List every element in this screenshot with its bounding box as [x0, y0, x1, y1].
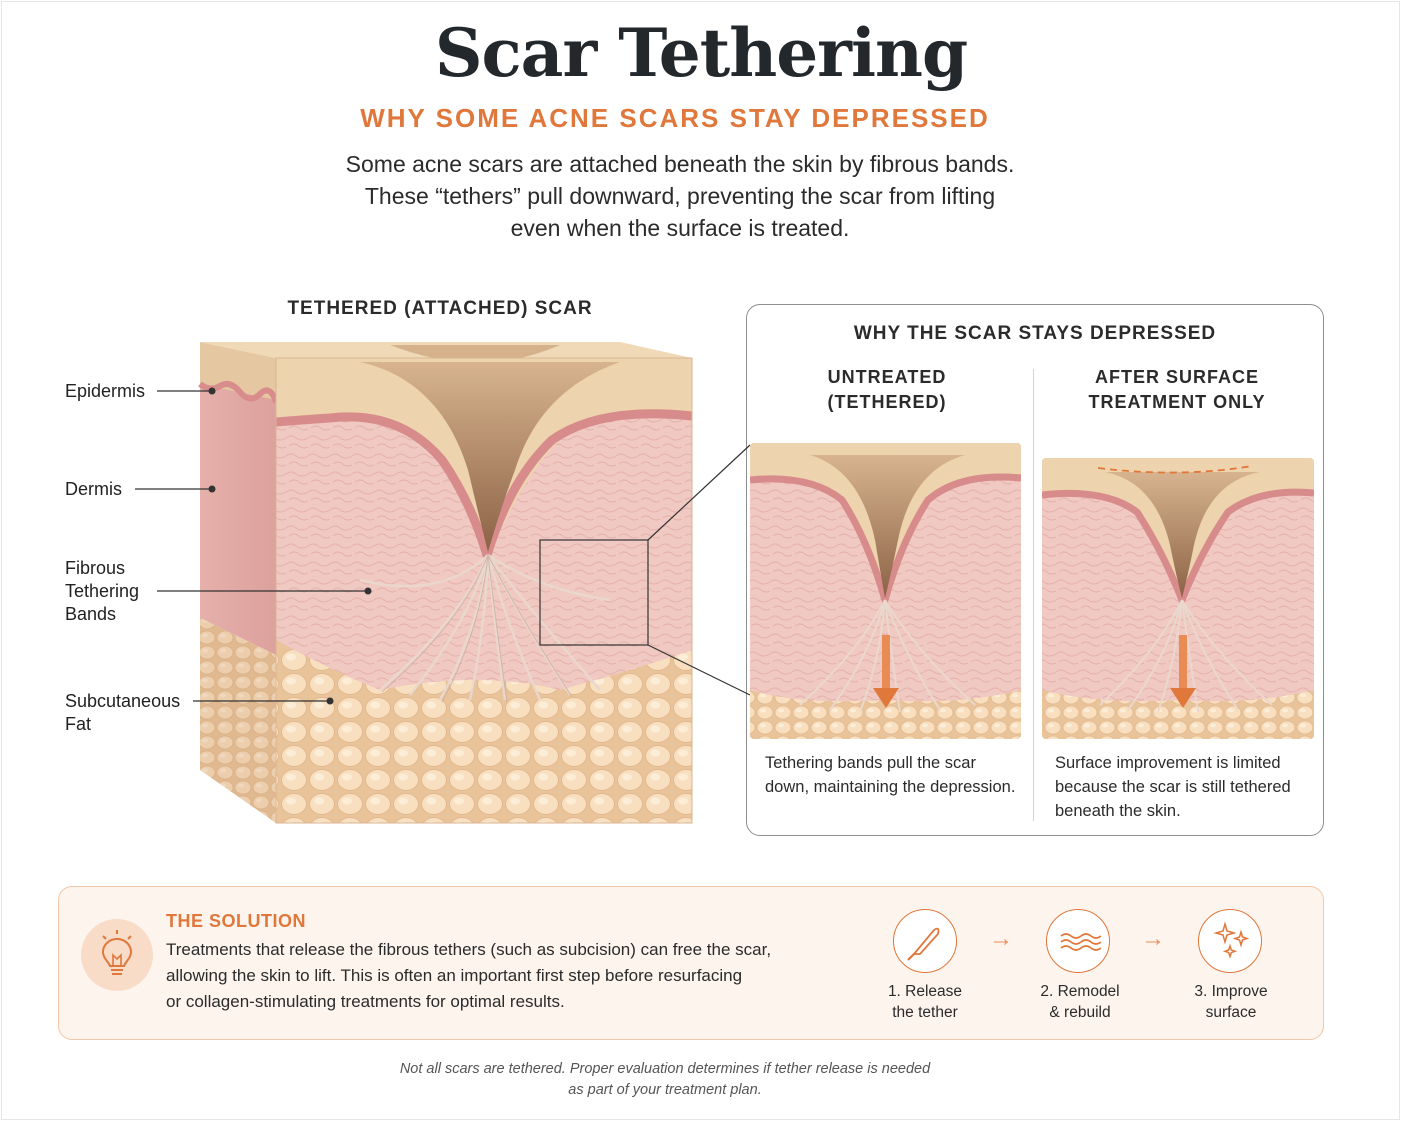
- block-top-face: [200, 342, 692, 358]
- block-side-dermis: [200, 372, 276, 655]
- arrow-right-icon: →: [1141, 925, 1165, 952]
- caption-line: beneath the skin.: [1055, 802, 1181, 820]
- zoom-box: [539, 539, 649, 646]
- solution-text: Treatments that release the fibrous teth…: [166, 937, 816, 1015]
- caption-line: because the scar is still tethered: [1055, 778, 1291, 796]
- block-side-fat: [200, 618, 276, 823]
- block-front-face: [276, 358, 692, 823]
- solution-box: THE SOLUTION Treatments that release the…: [58, 886, 1324, 1040]
- arrow-right-icon: →: [989, 925, 1013, 952]
- step-improve-label: 3. Improve surface: [1171, 981, 1291, 1023]
- heading-line: UNTREATED: [827, 367, 947, 387]
- label-line: Bands: [65, 604, 117, 624]
- caption-line: down, maintaining the depression.: [765, 778, 1016, 796]
- after-heading: AFTER SURFACE TREATMENT ONLY: [1037, 365, 1317, 415]
- intro-line: These “tethers” pull downward, preventin…: [364, 183, 996, 209]
- footnote: Not all scars are tethered. Proper evalu…: [300, 1059, 1030, 1101]
- intro-line: Some acne scars are attached beneath the…: [345, 151, 1015, 177]
- intro-text: Some acne scars are attached beneath the…: [250, 148, 1110, 244]
- step-line: & rebuild: [1049, 1004, 1111, 1021]
- label-dermis: Dermis: [65, 479, 122, 499]
- label-subcutaneous-fat: Subcutaneous Fat: [65, 690, 180, 736]
- intro-line: even when the surface is treated.: [510, 215, 850, 241]
- step-line: the tether: [892, 1004, 958, 1021]
- step-release-label: 1. Release the tether: [865, 981, 985, 1023]
- after-caption: Surface improvement is limited because t…: [1055, 751, 1291, 823]
- solution-line: allowing the skin to lift. This is often…: [166, 966, 743, 985]
- after-treatment-cross-section: [1042, 458, 1314, 739]
- untreated-cross-section: [750, 443, 1021, 739]
- heading-line: (TETHERED): [827, 392, 947, 412]
- label-line: Fibrous: [65, 558, 126, 578]
- tethered-scar-title: TETHERED (ATTACHED) SCAR: [287, 298, 593, 319]
- untreated-heading: UNTREATED (TETHERED): [747, 365, 1027, 415]
- panel-title: WHY THE SCAR STAYS DEPRESSED: [853, 323, 1217, 344]
- column-divider: [1033, 369, 1034, 821]
- label-epidermis: Epidermis: [65, 381, 146, 401]
- untreated-caption: Tethering bands pull the scar down, main…: [765, 751, 1015, 799]
- solution-line: or collagen-stimulating treatments for o…: [166, 992, 565, 1011]
- page-subtitle: WHY SOME ACNE SCARS STAY DEPRESSED: [360, 103, 990, 133]
- caption-line: Surface improvement is limited: [1055, 754, 1281, 772]
- sparkle-icon: [1198, 909, 1262, 973]
- footnote-line: as part of your treatment plan.: [568, 1082, 762, 1098]
- step-line: surface: [1205, 1004, 1257, 1021]
- scalpel-icon: [893, 909, 957, 973]
- label-line: Fat: [65, 714, 92, 734]
- footnote-line: Not all scars are tethered. Proper evalu…: [399, 1061, 931, 1077]
- step-line: 2. Remodel: [1040, 983, 1120, 1000]
- caption-line: Tethering bands pull the scar: [765, 754, 976, 772]
- step-remodel-label: 2. Remodel & rebuild: [1020, 981, 1140, 1023]
- solution-title: THE SOLUTION: [166, 911, 306, 931]
- heading-line: AFTER SURFACE: [1094, 367, 1259, 387]
- heading-line: TREATMENT ONLY: [1088, 392, 1266, 412]
- block-side-epidermis: [200, 342, 276, 400]
- lightbulb-icon: [81, 919, 153, 991]
- waves-icon: [1046, 909, 1110, 973]
- label-line: Subcutaneous: [65, 691, 181, 711]
- step-line: 1. Release: [887, 983, 963, 1000]
- label-line: Tethering: [65, 581, 140, 601]
- step-line: 3. Improve: [1194, 983, 1268, 1000]
- solution-line: Treatments that release the fibrous teth…: [166, 940, 772, 959]
- dashed-surface-line: [1097, 465, 1253, 474]
- label-fibrous-bands: Fibrous Tethering Bands: [65, 557, 139, 626]
- page-title: Scar Tethering: [434, 14, 968, 92]
- comparison-panel: WHY THE SCAR STAYS DEPRESSED UNTREATED (…: [746, 304, 1324, 836]
